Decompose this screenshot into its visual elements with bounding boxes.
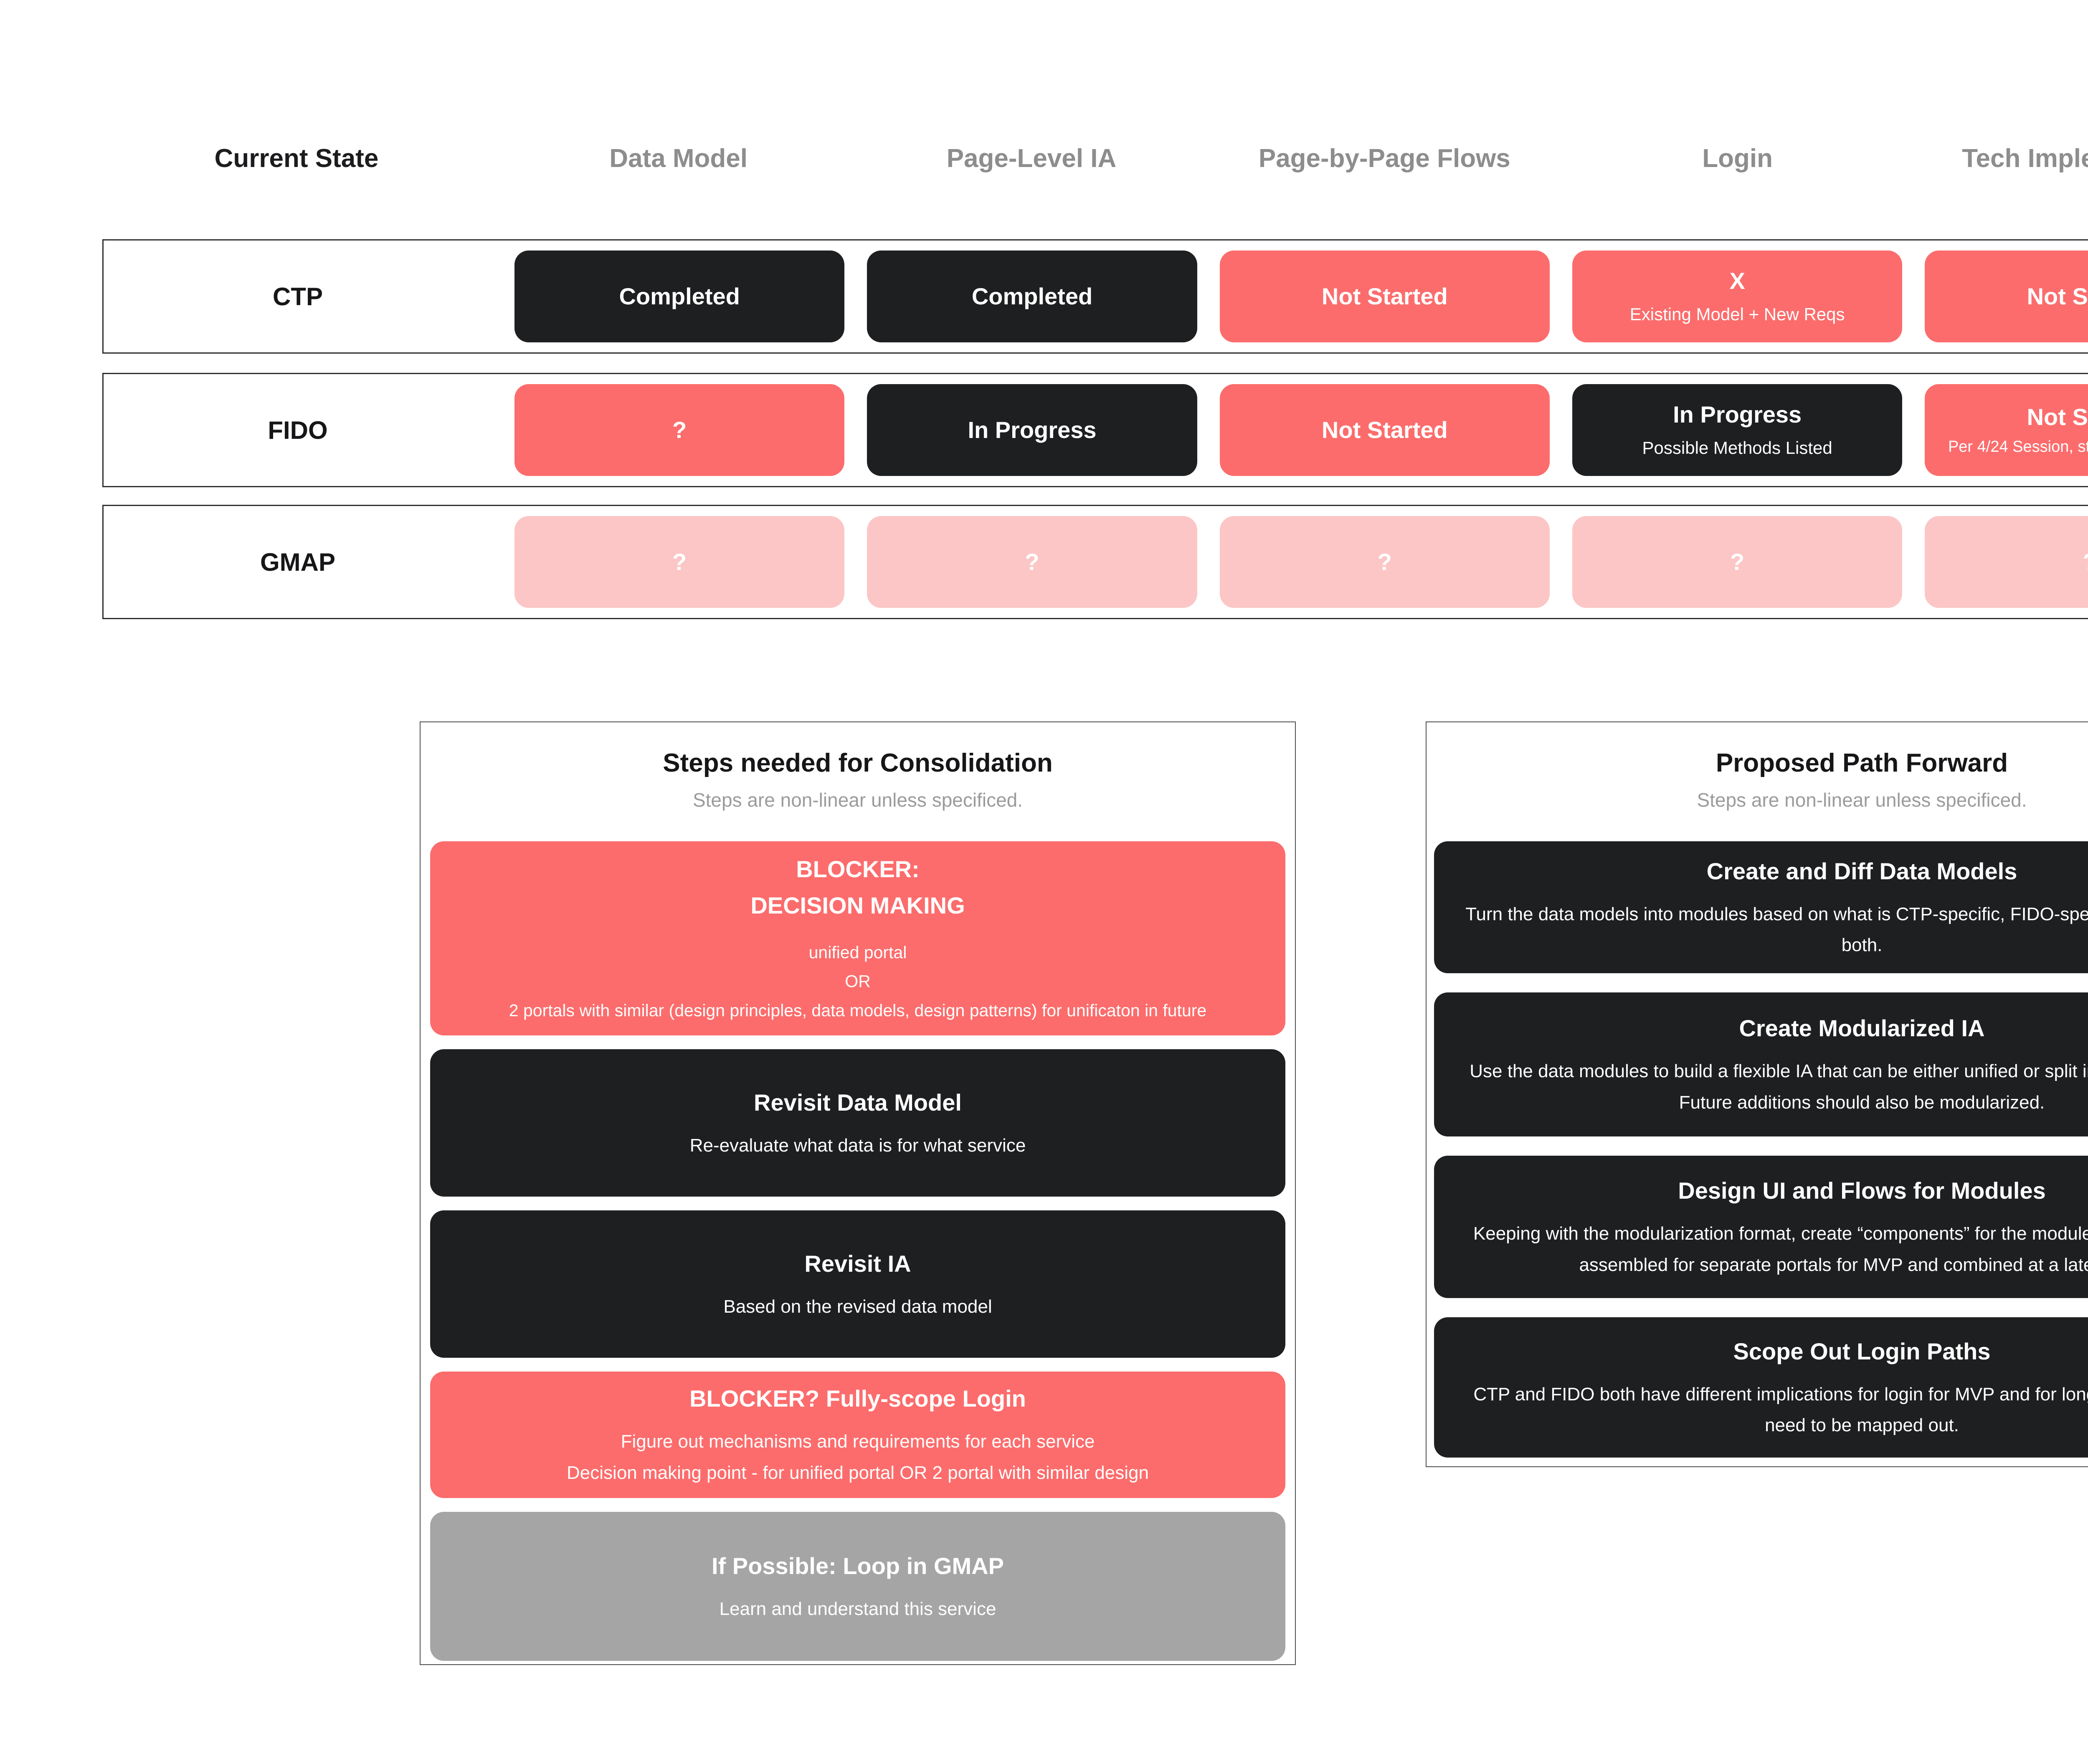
path-forward-blocks: Create and Diff Data Models Turn the dat… [1434,841,2088,1458]
block-title-line: BLOCKER? Fully-scope Login [689,1385,1026,1412]
status-subtext: Possible Methods Listed [1642,438,1832,458]
status-subtext: Per 4/24 Session, starting in 1~2 Sprint… [1948,438,2088,456]
status-cell-gmap-page-level-ia: ? [867,516,1197,608]
status-cell-ctp-data-model: Completed [514,251,845,342]
status-text: ? [672,549,687,575]
status-cell-gmap-login: ? [1572,516,1903,608]
block-body-line: Decision making point - for unified port… [567,1462,1149,1483]
consolidation-panel-title: Steps needed for Consolidation [663,749,1053,777]
status-text: Not Started [2027,283,2088,310]
column-header-page-by-page-flows: Page-by-Page Flows [1258,144,1510,173]
status-text: Not Started [2027,403,2088,430]
status-cell-fido-tech-implementation: Not Started Per 4/24 Session, starting i… [1925,384,2088,476]
status-text: ? [1025,549,1039,575]
block-body-line: Turn the data models into modules based … [1465,904,2088,956]
table-row-gmap: GMAP ? ? ? ? ? ? [102,505,2088,619]
block-body-line: CTP and FIDO both have different implica… [1473,1384,2088,1436]
consolidation-blocks: BLOCKER: DECISION MAKING unified portal … [430,841,1285,1661]
block-title-line: Design UI and Flows for Modules [1678,1177,2046,1204]
column-header-current-state: Current State [214,144,379,173]
status-cell-fido-page-level-ia: In Progress [867,384,1197,476]
status-cell-ctp-login: X Existing Model + New Reqs [1572,251,1903,342]
table-row-fido: FIDO ? In Progress Not Started In Progre… [102,373,2088,487]
column-header-data-model: Data Model [609,144,748,173]
status-cell-gmap-page-by-page-flows: ? [1219,516,1550,608]
block-title-line: Scope Out Login Paths [1733,1338,1991,1364]
block-body-line: Learn and understand this service [719,1598,996,1619]
block-body-line: Re-evaluate what data is for what servic… [689,1135,1026,1156]
block-body: Re-evaluate what data is for what servic… [690,1130,1026,1162]
status-cell-fido-page-by-page-flows: Not Started [1219,384,1550,476]
status-text: X [1729,268,1745,294]
consolidation-panel-subtitle: Steps are non-linear unless specificed. [692,789,1023,811]
status-cell-fido-data-model: ? [514,384,845,476]
status-text: ? [1377,549,1392,575]
block-body: Learn and understand this service [720,1594,996,1625]
row-label-gmap: GMAP [260,548,335,576]
consolidation-panel: Steps needed for Consolidation Steps are… [420,721,1296,1665]
column-header-tech-implementation: Tech Implementation [1962,144,2088,173]
block-body: Keeping with the modularization format, … [1457,1218,2088,1281]
block-title-line: Create Modularized IA [1739,1015,1985,1042]
block-title-line: Revisit Data Model [754,1089,962,1116]
status-text: ? [672,417,687,443]
column-header-login: Login [1702,144,1773,173]
status-cell-ctp-tech-implementation: Not Started [1925,251,2088,342]
block-body-line: Figure out mechanisms and requirements f… [621,1431,1095,1452]
block-title-line: DECISION MAKING [750,892,965,919]
block-title-line: If Possible: Loop in GMAP [712,1552,1004,1579]
row-label-fido: FIDO [268,416,328,444]
status-text: In Progress [968,417,1097,443]
block-revisit-ia: Revisit IA Based on the revised data mod… [430,1210,1285,1358]
block-design-ui-and-flows: Design UI and Flows for Modules Keeping … [1434,1156,2088,1298]
block-revisit-data-model: Revisit Data Model Re-evaluate what data… [430,1049,1285,1197]
status-text: Not Started [1321,283,1448,310]
block-blocker-fully-scope-login: BLOCKER? Fully-scope Login Figure out me… [430,1372,1285,1498]
column-header-page-level-ia: Page-Level IA [946,144,1117,173]
path-forward-panel: Proposed Path Forward Steps are non-line… [1426,721,2088,1467]
status-text: ? [2083,548,2088,576]
path-forward-panel-subtitle: Steps are non-linear unless specificed. [1697,789,2027,811]
block-body: unified portal OR 2 portals with similar… [509,938,1206,1025]
path-forward-panel-title: Proposed Path Forward [1716,749,2008,777]
row-label-ctp: CTP [273,282,323,311]
block-scope-out-login-paths: Scope Out Login Paths CTP and FIDO both … [1434,1317,2088,1458]
table-header-row: Current State Data Model Page-Level IA P… [102,134,2088,184]
block-blocker-decision-making: BLOCKER: DECISION MAKING unified portal … [430,841,1285,1035]
block-body: Use the data modules to build a flexible… [1457,1056,2088,1119]
table-row-ctp: CTP Completed Completed Not Started X Ex… [102,239,2088,354]
block-body-line: Use the data modules to build a flexible… [1470,1061,2088,1113]
block-body-line: Keeping with the modularization format, … [1473,1223,2088,1275]
status-cell-ctp-page-by-page-flows: Not Started [1219,251,1550,342]
block-body-line: Based on the revised data model [723,1296,992,1317]
status-cell-gmap-data-model: ? [514,516,845,608]
status-cell-fido-login: In Progress Possible Methods Listed [1572,384,1903,476]
status-cell-ctp-page-level-ia: Completed [867,251,1197,342]
block-body: Based on the revised data model [723,1291,992,1323]
status-text: In Progress [1673,401,1802,428]
block-body: Figure out mechanisms and requirements f… [567,1426,1149,1489]
status-text: Not Started [1321,417,1448,443]
block-body-line: unified portal [808,942,907,962]
block-loop-in-gmap: If Possible: Loop in GMAP Learn and unde… [430,1512,1285,1661]
status-cell-gmap-tech-implementation: ? [1925,516,2088,608]
status-text: Completed [619,283,740,310]
block-title-line: Create and Diff Data Models [1706,858,2017,884]
block-body: Turn the data models into modules based … [1457,899,2088,962]
block-body-line: 2 portals with similar (design principle… [509,1001,1207,1020]
block-create-and-diff-data-models: Create and Diff Data Models Turn the dat… [1434,841,2088,973]
block-create-modularized-ia: Create Modularized IA Use the data modul… [1434,992,2088,1136]
block-title-line: BLOCKER: [796,856,920,883]
block-body: CTP and FIDO both have different implica… [1457,1379,2088,1442]
block-body-line: OR [845,972,871,991]
block-title-line: Revisit IA [804,1250,911,1277]
status-subtext: Existing Model + New Reqs [1629,304,1845,324]
status-text: ? [1730,549,1745,575]
status-text: Completed [971,283,1093,310]
